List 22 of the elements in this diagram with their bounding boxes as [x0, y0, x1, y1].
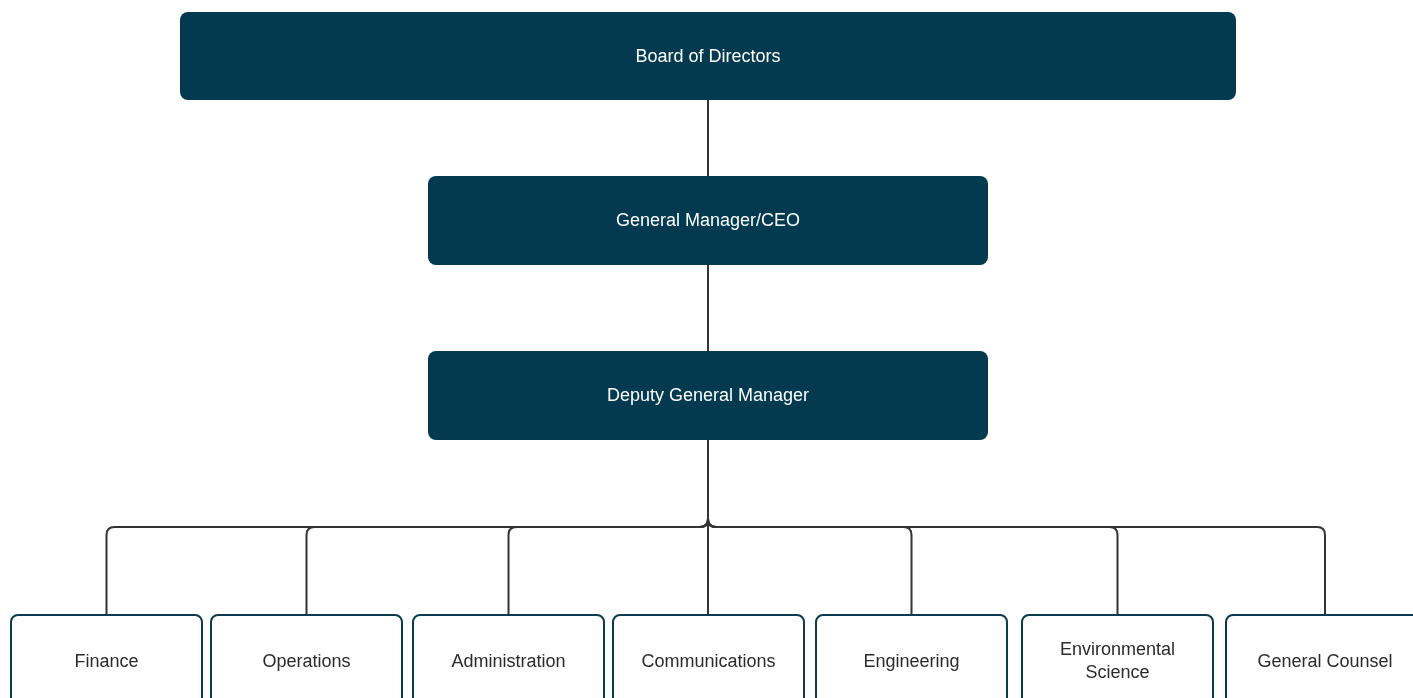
connector-line [707, 264, 709, 352]
department-box [1021, 614, 1214, 698]
department-box [815, 614, 1008, 698]
department-box [210, 614, 403, 698]
department-box [10, 614, 203, 698]
box-label: General Counsel [1257, 650, 1393, 673]
box-label: Board of Directors [635, 44, 781, 68]
box-label: Engineering [863, 650, 960, 673]
role-box [428, 176, 988, 265]
box-label: Administration [451, 650, 566, 673]
box-label: Finance [74, 650, 139, 673]
department-box [1225, 614, 1413, 698]
department-box [612, 614, 805, 698]
box-label: Operations [262, 650, 351, 673]
box-label: Deputy General Manager [606, 384, 810, 407]
box-label: Communications [641, 650, 776, 673]
role-box [180, 12, 1236, 100]
connector-line [707, 99, 709, 177]
box-label: Environmental Science [1058, 638, 1177, 683]
department-box [412, 614, 605, 698]
box-label: General Manager/CEO [615, 209, 801, 232]
role-box [428, 351, 988, 440]
